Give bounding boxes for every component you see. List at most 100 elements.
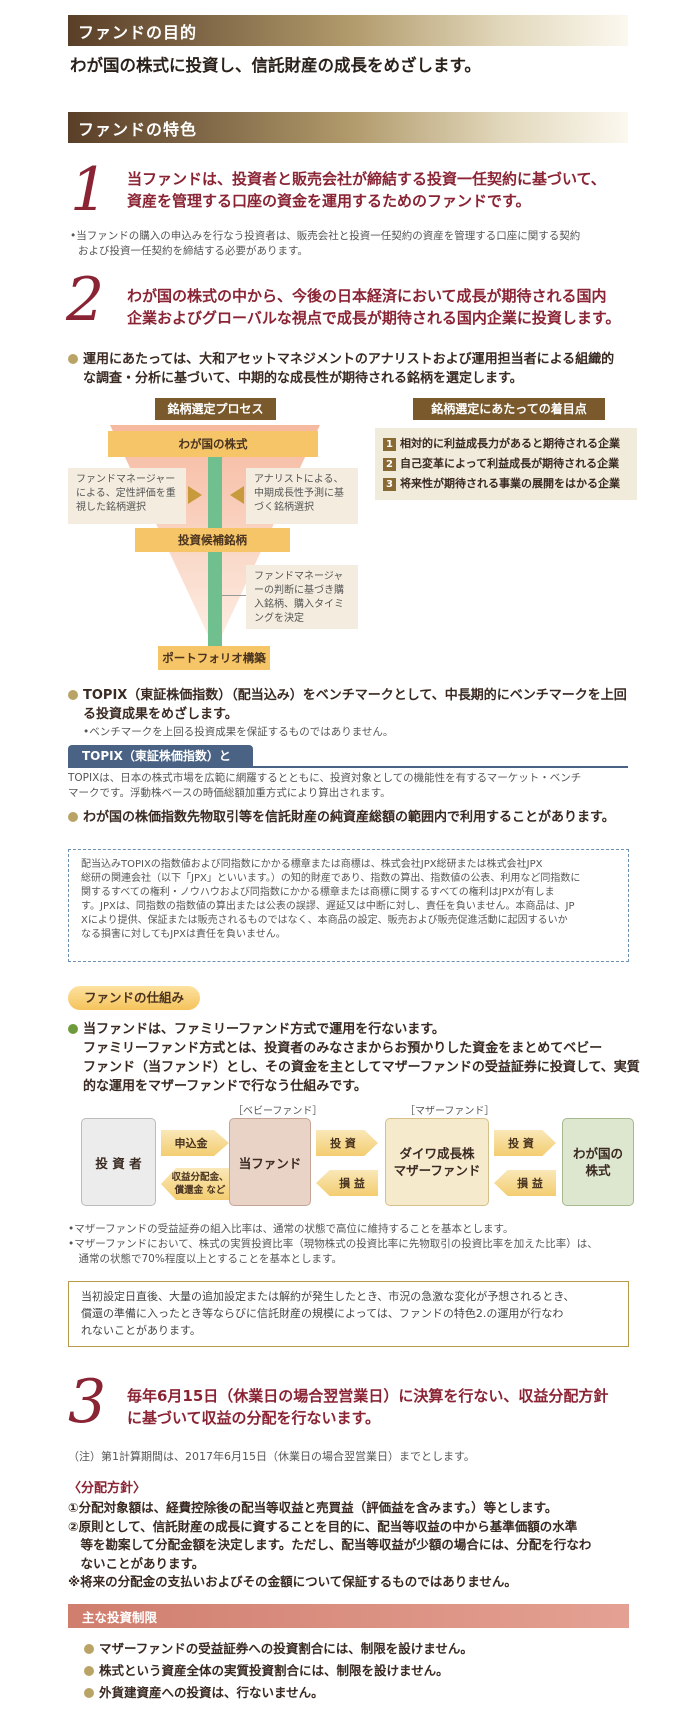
criteria-text: 将来性が期待される事業の展開をはかる企業 (400, 477, 620, 490)
process-bottom-box: ポートフォリオ構築 (158, 646, 270, 670)
limit-text: 株式という資産全体の実質投資割合には、制限を設けません。 (99, 1663, 449, 1678)
feature-2-title-line: わが国の株式の中から、今後の日本経済において成長が期待される国内 (127, 287, 607, 305)
feature-1-title-line: 当ファンドは、投資者と販売会社が締結する投資一任契約に基づいて、 (127, 170, 606, 188)
process-right-note: アナリストによる、中期成長性予測に基づく銘柄選択 (246, 468, 358, 524)
criteria-text: 相対的に利益成長力があると期待される企業 (400, 437, 620, 450)
topix-line: マークです。浮動株ベースの時価総額加重方式により算出されます。 (68, 787, 391, 799)
policy-item: ※将来の分配金の支払いおよびその金額について保証するものではありません。 (68, 1574, 517, 1589)
scheme-pill: ファンドの仕組み (68, 986, 200, 1010)
process-middle-box: 投資候補銘柄 (135, 528, 290, 552)
feature-1-note-line: および投資一任契約を締結する必要があります。 (78, 245, 308, 257)
criteria-item: 2 自己変革によって利益成長が期待される企業 (383, 454, 629, 474)
criteria-box: 1 相対的に利益成長力があると期待される企業 2 自己変革によって利益成長が期待され… (375, 428, 637, 500)
bullet-dot-icon (68, 1024, 78, 1034)
feature-3-note: （注）第1計算期間は、2017年6月15日（休業日の場合翌営業日）までとします。 (68, 1450, 475, 1463)
scheme-bullet-text: 当ファンドは、ファミリーファンド方式で運用を行ないます。 (83, 1022, 445, 1037)
funnel-arrow-shaft (208, 455, 222, 655)
baby-fund-label: ［ベビーファンド］ (233, 1106, 323, 1117)
scheme-bullet: 当ファンドは、ファミリーファンド方式で運用を行ないます。 (68, 1020, 445, 1039)
feature-1-note-line: •当ファンドの購入の申込みを行なう投資者は、販売会社と投資一任契約の資産を管理す… (70, 230, 581, 242)
bullet-dot-icon (84, 1688, 94, 1698)
criteria-text: 自己変革によって利益成長が期待される企業 (400, 457, 620, 470)
selection-bullet: 運用にあたっては、大和アセットマネジメントのアナリストおよび運用担当者による組織… (68, 350, 638, 388)
futures-text: わが国の株価指数先物取引等を信託財産の純資産総額の範囲内で利用することがあります… (83, 810, 615, 825)
scheme-desc-line: 的な運用をマザーファンドで行なう仕組みです。 (83, 1079, 367, 1094)
caution-line: 当初設定日直後、大量の追加設定または解約が発生したとき、市況の急激な変化が予想さ… (81, 1290, 575, 1303)
scheme-note-line: 通常の状態で70%程度以上とすることを基本とします。 (68, 1253, 342, 1265)
invest-arrow: 投 資 (316, 1130, 378, 1156)
benchmark-note: •ベンチマークを上回る投資成果を保証するものではありません。 (83, 726, 394, 738)
policy-item: ①分配対象額は、経費控除後の配当等収益と売買益（評価益を含みます。）等とします。 (68, 1500, 558, 1515)
purpose-text: わが国の株式に投資し、信託財産の成長をめざします。 (70, 56, 481, 75)
left-arrow-icon (230, 486, 244, 504)
mother-fund-box: ダイワ成長株 マザーファンド (385, 1118, 489, 1206)
limit-item: 外貨建資産への投資は、行ないません。 (84, 1682, 473, 1704)
criteria-item: 1 相対的に利益成長力があると期待される企業 (383, 434, 629, 454)
feature-2-title: わが国の株式の中から、今後の日本経済において成長が期待される国内 企業およびグロ… (127, 285, 620, 329)
disclaimer-line: す。JPXは、同指数の指数値の算出または公表の誤謬、遅延又は中断に対し、責任を負… (81, 901, 575, 912)
disclaimer-line: なる損害に対してもJPXは責任を負いません。 (81, 929, 286, 940)
right-arrow-icon (188, 486, 202, 504)
bullet-dot-icon (68, 354, 78, 364)
fund-box: 当ファンド (229, 1118, 311, 1206)
process-left-note: ファンドマネージャーによる、定性評価を重視した銘柄選択 (68, 468, 186, 524)
criteria-number: 2 (383, 458, 396, 471)
benchmark-bullet: TOPIX（東証株価指数）（配当込み）をベンチマークとして、中長期的にベンチマー… (68, 686, 638, 724)
criteria-title: 銘柄選定にあたっての着目点 (413, 398, 605, 420)
limit-text: マザーファンドの受益証券への投資割合には、制限を設けません。 (99, 1641, 473, 1656)
limit-text: 外貨建資産への投資は、行ないません。 (99, 1685, 324, 1700)
process-lower-note: ファンドマネージャーの判断に基づき購入銘柄、購入タイミングを決定 (246, 565, 358, 629)
features-heading: ファンドの特色 (68, 112, 628, 143)
apply-arrow: 申込金 (161, 1130, 229, 1156)
bullet-dot-icon (68, 690, 78, 700)
caution-line: 償還の準備に入ったとき等ならびに信託財産の規模によっては、ファンドの特色2.の運… (81, 1307, 564, 1320)
scheme-note-line: •マザーファンドにおいて、株式の実質投資比率（現物株式の投資比率に先物取引の投資… (68, 1238, 598, 1250)
process-top-box: わが国の株式 (108, 431, 318, 457)
scheme-desc-line: ファミリーファンド方式とは、投資者のみなさまからお預かりした資金をまとめてベビー (83, 1041, 603, 1056)
criteria-number: 1 (383, 438, 396, 451)
feature-2-title-line: 企業およびグローバルな視点で成長が期待される国内企業に投資します。 (127, 309, 621, 327)
policy-list: ①分配対象額は、経費控除後の配当等収益と売買益（評価益を含みます。）等とします。… (68, 1499, 591, 1592)
bullet-dot-icon (84, 1666, 94, 1676)
topix-disclaimer: 配当込みTOPIXの指数値および同指数にかかる標章または商標は、株式会社JPX総… (68, 849, 629, 962)
policy-item: ないことがあります。 (68, 1555, 205, 1571)
feature-1-title-line: 資産を管理する口座の資金を運用するためのファンドです。 (127, 192, 531, 210)
dividend-arrow: 収益分配金、 償還金 など (161, 1168, 229, 1200)
feature-1-number: 1 (70, 155, 109, 225)
profit-arrow: 損 益 (316, 1170, 378, 1196)
caution-box: 当初設定日直後、大量の追加設定または解約が発生したとき、市況の急激な変化が予想さ… (68, 1281, 629, 1347)
bullet-dot-icon (84, 1644, 94, 1654)
purpose-heading: ファンドの目的 (68, 15, 628, 46)
criteria-number: 3 (383, 478, 396, 491)
limit-item: マザーファンドの受益証券への投資割合には、制限を設けません。 (84, 1638, 473, 1660)
profit-arrow: 損 益 (494, 1170, 556, 1196)
feature-3-title-line: に基づいて収益の分配を行ないます。 (127, 1409, 381, 1427)
feature-3-number: 3 (68, 1367, 107, 1437)
bullet-dot-icon (68, 812, 78, 822)
limit-item: 株式という資産全体の実質投資割合には、制限を設けません。 (84, 1660, 473, 1682)
policy-item: 等を勘案して分配金額を決定します。ただし、配当等収益が少額の場合には、分配を行な… (68, 1537, 592, 1552)
benchmark-line: る投資成果をめざします。 (83, 707, 238, 722)
disclaimer-line: Xにより提供、保証または販売されるものではなく、本商品の設定、販売および販売促進… (81, 915, 568, 926)
feature-3-title-line: 毎年6月15日（休業日の場合翌営業日）に決算を行ない、収益分配方針 (127, 1387, 609, 1405)
disclaimer-line: 関するすべての権利・ノウハウおよび同指数にかかる標章または商標に関するすべての権… (81, 887, 555, 898)
feature-3-title: 毎年6月15日（休業日の場合翌営業日）に決算を行ない、収益分配方針 に基づいて収… (127, 1385, 608, 1429)
mother-fund-label: ［マザーファンド］ (405, 1106, 495, 1117)
scheme-description: ファミリーファンド方式とは、投資者のみなさまからお預かりした資金をまとめてベビー… (83, 1039, 640, 1096)
limits-heading: 主な投資制限 (68, 1604, 629, 1628)
selection-bullet-line: な調査・分析に基づいて、中期的な成長性が期待される銘柄を選定します。 (83, 371, 523, 386)
topix-line: TOPIXは、日本の株式市場を広範に網羅するとともに、投資対象としての機能性を有… (68, 772, 582, 784)
disclaimer-line: 配当込みTOPIXの指数値および同指数にかかる標章または商標は、株式会社JPX総… (81, 859, 543, 870)
process-title: 銘柄選定プロセス (155, 398, 276, 420)
feature-1-title: 当ファンドは、投資者と販売会社が締結する投資一任契約に基づいて、 資産を管理する… (127, 168, 606, 212)
market-box: わが国の 株式 (562, 1118, 634, 1206)
benchmark-line: TOPIX（東証株価指数）（配当込み）をベンチマークとして、中長期的にベンチマー… (83, 688, 627, 703)
criteria-item: 3 将来性が期待される事業の展開をはかる企業 (383, 474, 629, 494)
topix-tab: TOPIX（東証株価指数）とは (68, 745, 253, 780)
divider (68, 766, 628, 768)
disclaimer-line: 総研の関連会社（以下「JPX」といいます。）の知的財産であり、指数の算出、指数値… (81, 873, 581, 884)
invest-arrow: 投 資 (494, 1130, 556, 1156)
caution-line: れないことがあります。 (81, 1324, 201, 1337)
scheme-desc-line: ファンド（当ファンド）とし、その資金を主としてマザーファンドの受益証券に投資して… (83, 1060, 640, 1075)
scheme-notes: •マザーファンドの受益証券の組入比率は、通常の状態で高位に維持することを基本とし… (68, 1222, 598, 1267)
